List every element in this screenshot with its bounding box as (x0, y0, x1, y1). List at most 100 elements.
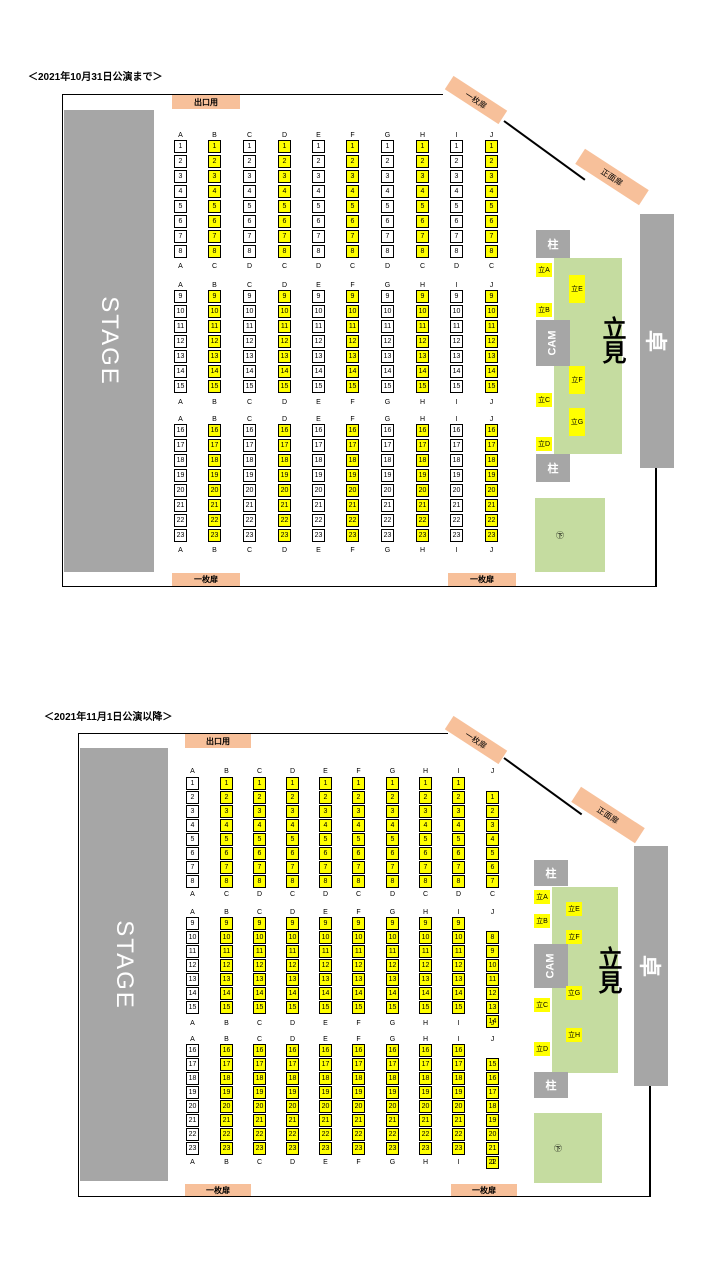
seat[interactable]: 1 (450, 140, 463, 153)
seat[interactable]: 11 (312, 320, 325, 333)
seat[interactable]: 1 (486, 791, 499, 804)
stand-spot-f[interactable]: 立F (566, 930, 582, 944)
seat[interactable]: 15 (486, 1058, 499, 1071)
seat[interactable]: 21 (416, 499, 429, 512)
seat[interactable]: 4 (419, 819, 432, 832)
seat[interactable]: 16 (312, 424, 325, 437)
seat[interactable]: 5 (319, 833, 332, 846)
seat[interactable]: 16 (352, 1044, 365, 1057)
seat[interactable]: 14 (312, 365, 325, 378)
seat[interactable]: 13 (312, 350, 325, 363)
seat[interactable]: 14 (286, 987, 299, 1000)
seat[interactable]: 18 (386, 1072, 399, 1085)
seat[interactable]: 19 (253, 1086, 266, 1099)
seat[interactable]: 5 (312, 200, 325, 213)
seat[interactable]: 11 (381, 320, 394, 333)
seat[interactable]: 15 (243, 380, 256, 393)
seat[interactable]: 13 (450, 350, 463, 363)
seat[interactable]: 4 (278, 185, 291, 198)
seat[interactable]: 14 (419, 987, 432, 1000)
seat[interactable]: 3 (485, 170, 498, 183)
seat[interactable]: 7 (486, 875, 499, 888)
seat[interactable]: 20 (485, 484, 498, 497)
seat[interactable]: 14 (352, 987, 365, 1000)
seat[interactable]: 14 (485, 365, 498, 378)
seat[interactable]: 14 (174, 365, 187, 378)
seat[interactable]: 10 (312, 305, 325, 318)
seat[interactable]: 1 (208, 140, 221, 153)
seat[interactable]: 9 (220, 917, 233, 930)
seat[interactable]: 3 (450, 170, 463, 183)
seat[interactable]: 13 (419, 973, 432, 986)
seat[interactable]: 18 (486, 1100, 499, 1113)
seat[interactable]: 1 (278, 140, 291, 153)
seat[interactable]: 5 (386, 833, 399, 846)
seat[interactable]: 18 (381, 454, 394, 467)
seat[interactable]: 19 (381, 469, 394, 482)
seat[interactable]: 9 (186, 917, 199, 930)
seat[interactable]: 11 (278, 320, 291, 333)
seat[interactable]: 23 (243, 529, 256, 542)
seat[interactable]: 1 (452, 777, 465, 790)
seat[interactable]: 22 (452, 1128, 465, 1141)
seat[interactable]: 21 (352, 1114, 365, 1127)
seat[interactable]: 14 (319, 987, 332, 1000)
seat[interactable]: 17 (286, 1058, 299, 1071)
seat[interactable]: 2 (312, 155, 325, 168)
seat[interactable]: 12 (220, 959, 233, 972)
seat[interactable]: 3 (208, 170, 221, 183)
seat[interactable]: 7 (419, 861, 432, 874)
seat[interactable]: 23 (452, 1142, 465, 1155)
seat[interactable]: 5 (186, 833, 199, 846)
stand-spot-g[interactable]: 立G (569, 408, 585, 436)
seat[interactable]: 15 (450, 380, 463, 393)
seat[interactable]: 1 (419, 777, 432, 790)
seat[interactable]: 20 (486, 1128, 499, 1141)
seat[interactable]: 19 (352, 1086, 365, 1099)
seat[interactable]: 12 (346, 335, 359, 348)
seat[interactable]: 17 (319, 1058, 332, 1071)
seat[interactable]: 7 (416, 230, 429, 243)
seat[interactable]: 10 (381, 305, 394, 318)
seat[interactable]: 22 (346, 514, 359, 527)
seat[interactable]: 20 (352, 1100, 365, 1113)
seat[interactable]: 4 (485, 185, 498, 198)
seat[interactable]: 1 (416, 140, 429, 153)
seat[interactable]: 14 (346, 365, 359, 378)
seat[interactable]: 1 (352, 777, 365, 790)
seat[interactable]: 9 (208, 290, 221, 303)
seat[interactable]: 1 (319, 777, 332, 790)
seat[interactable]: 16 (278, 424, 291, 437)
stand-spot-a[interactable]: 立A (536, 263, 552, 277)
seat[interactable]: 2 (174, 155, 187, 168)
seat[interactable]: 1 (381, 140, 394, 153)
stand-spot-b[interactable]: 立B (534, 914, 550, 928)
seat[interactable]: 19 (186, 1086, 199, 1099)
seat[interactable]: 10 (174, 305, 187, 318)
seat[interactable]: 13 (174, 350, 187, 363)
stand-spot-e[interactable]: 立E (569, 275, 585, 303)
seat[interactable]: 4 (416, 185, 429, 198)
seat[interactable]: 4 (346, 185, 359, 198)
seat[interactable]: 10 (220, 931, 233, 944)
seat[interactable]: 22 (419, 1128, 432, 1141)
seat[interactable]: 9 (381, 290, 394, 303)
seat[interactable]: 3 (286, 805, 299, 818)
seat[interactable]: 22 (208, 514, 221, 527)
seat[interactable]: 9 (450, 290, 463, 303)
stand-spot-f[interactable]: 立F (569, 366, 585, 394)
seat[interactable]: 14 (220, 987, 233, 1000)
seat[interactable]: 6 (386, 847, 399, 860)
seat[interactable]: 2 (278, 155, 291, 168)
seat[interactable]: 12 (486, 987, 499, 1000)
seat[interactable]: 2 (452, 791, 465, 804)
seat[interactable]: 12 (485, 335, 498, 348)
seat[interactable]: 13 (386, 973, 399, 986)
seat[interactable]: 15 (312, 380, 325, 393)
seat[interactable]: 14 (278, 365, 291, 378)
seat[interactable]: 7 (253, 861, 266, 874)
seat[interactable]: 21 (381, 499, 394, 512)
seat[interactable]: 5 (174, 200, 187, 213)
seat[interactable]: 13 (243, 350, 256, 363)
seat[interactable]: 17 (452, 1058, 465, 1071)
